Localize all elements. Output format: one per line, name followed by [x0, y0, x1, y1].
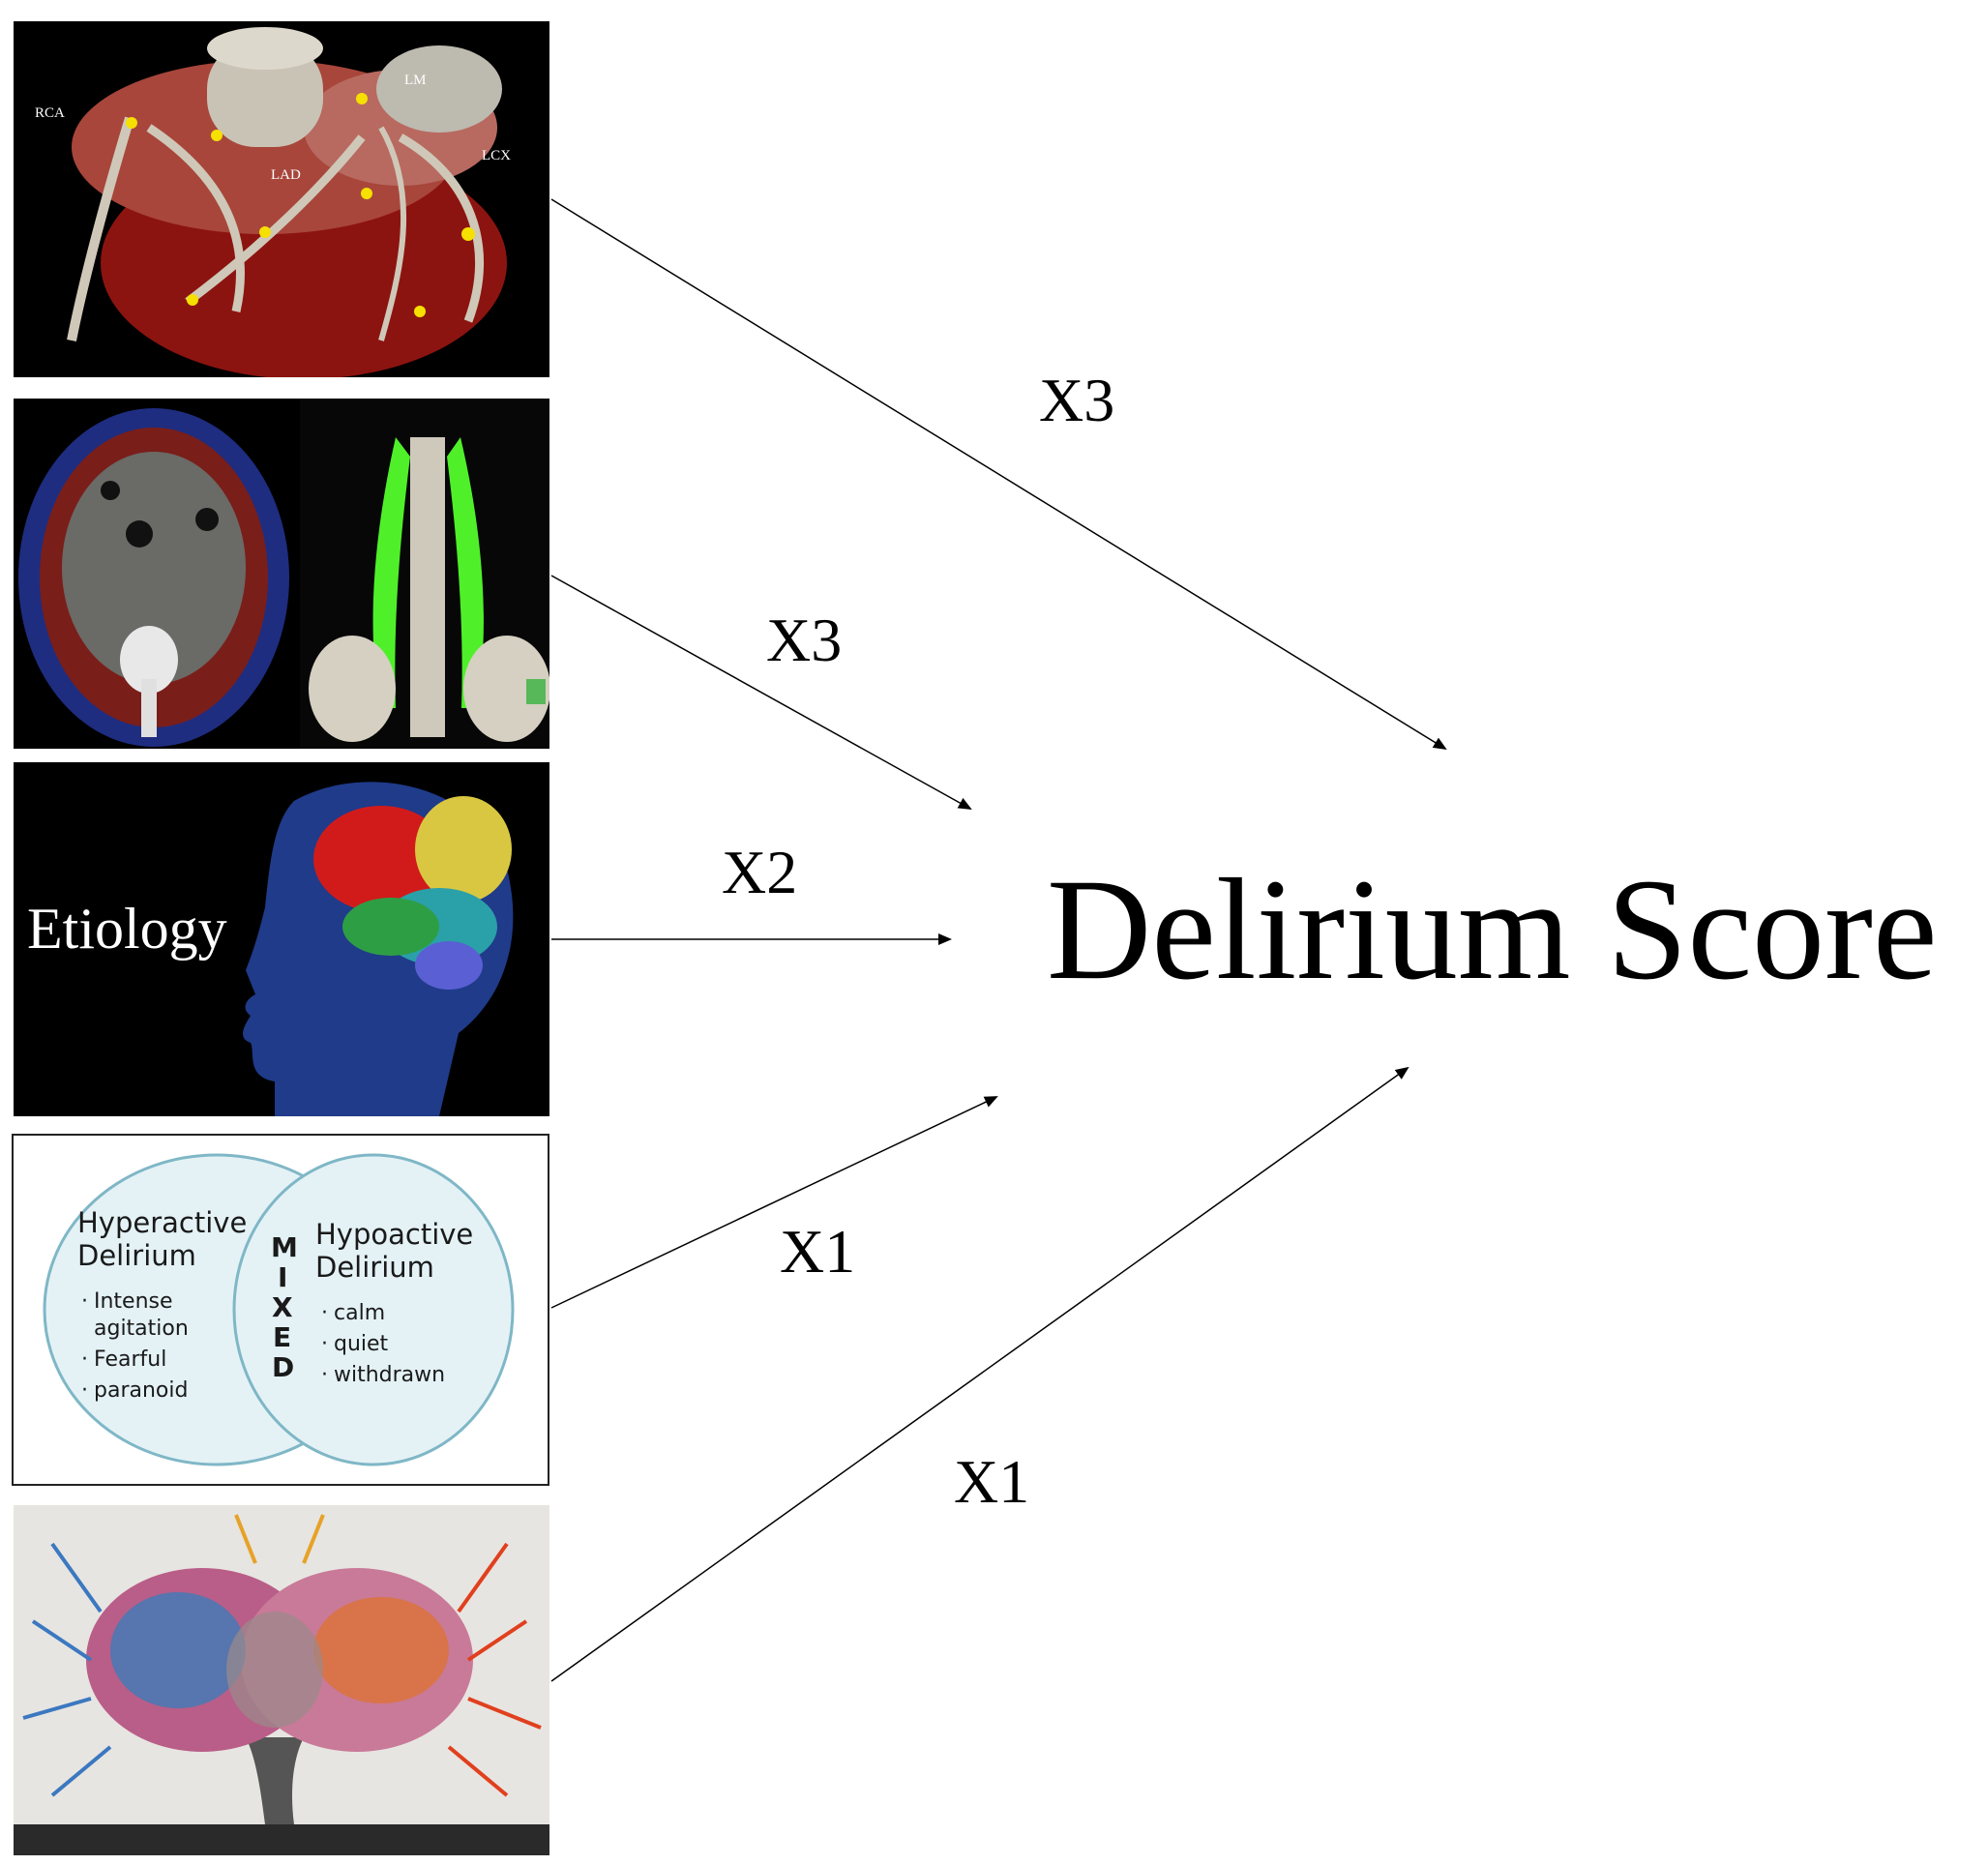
- rca-label: RCA: [35, 105, 65, 121]
- hyperactive-bullet-3: ·: [81, 1347, 88, 1372]
- hypoactive-bullet-2: ·: [321, 1332, 328, 1356]
- mixed-letter-i: I: [278, 1261, 287, 1293]
- weight-label-muscle: X3: [766, 606, 843, 674]
- abdominal-ct-image: [14, 399, 549, 749]
- hyperactive-item-1: Intense: [94, 1289, 173, 1314]
- arrow-muscle-to-score: [550, 575, 972, 810]
- etiology-image: Etiology: [14, 762, 549, 1116]
- hypoactive-bullet-3: ·: [321, 1363, 328, 1387]
- lm-label: LM: [404, 73, 427, 88]
- mixed-letter-e: E: [273, 1321, 291, 1353]
- hyperactive-item-2: agitation: [94, 1317, 189, 1341]
- etiology-text: Etiology: [27, 897, 227, 961]
- hypoactive-title-line1: Hypoactive: [315, 1218, 473, 1251]
- mixed-letter-x: X: [272, 1291, 293, 1323]
- hypoactive-item-1: calm: [334, 1301, 385, 1325]
- hyperactive-item-3: Fearful: [94, 1347, 166, 1372]
- brain-tree-image: [14, 1505, 549, 1855]
- mixed-letter-d: D: [272, 1351, 294, 1383]
- arrow-heart-to-score: [550, 198, 1447, 751]
- hypoactive-item-3: withdrawn: [334, 1363, 445, 1387]
- arrow-subtype-to-score: [550, 1096, 998, 1309]
- mixed-letter-m: M: [271, 1231, 298, 1263]
- weight-label-brain: X1: [954, 1447, 1030, 1516]
- heart-ct-image: RCA LM LAD LCX: [14, 21, 549, 377]
- hypoactive-item-2: quiet: [334, 1332, 389, 1356]
- delirium-subtypes-venn: Hyperactive Delirium · Intense agitation…: [12, 1134, 549, 1486]
- hyperactive-title-line2: Delirium: [77, 1239, 196, 1272]
- hyperactive-item-4: paranoid: [94, 1378, 188, 1403]
- arrow-brain-to-score: [550, 1066, 1409, 1682]
- hyperactive-title-line1: Hyperactive: [77, 1206, 247, 1239]
- hyperactive-bullet-1: ·: [81, 1289, 88, 1314]
- hyperactive-bullet-4: ·: [81, 1378, 88, 1403]
- weight-label-heart: X3: [1039, 366, 1115, 434]
- weight-label-etiology: X2: [722, 838, 798, 906]
- weight-label-subtype: X1: [780, 1217, 856, 1286]
- hypoactive-title-line2: Delirium: [315, 1251, 434, 1284]
- lcx-label: LCX: [482, 148, 511, 163]
- hypoactive-bullet-1: ·: [321, 1301, 328, 1325]
- delirium-score-title: Delirium Score: [1047, 849, 1938, 1010]
- lad-label: LAD: [271, 167, 301, 183]
